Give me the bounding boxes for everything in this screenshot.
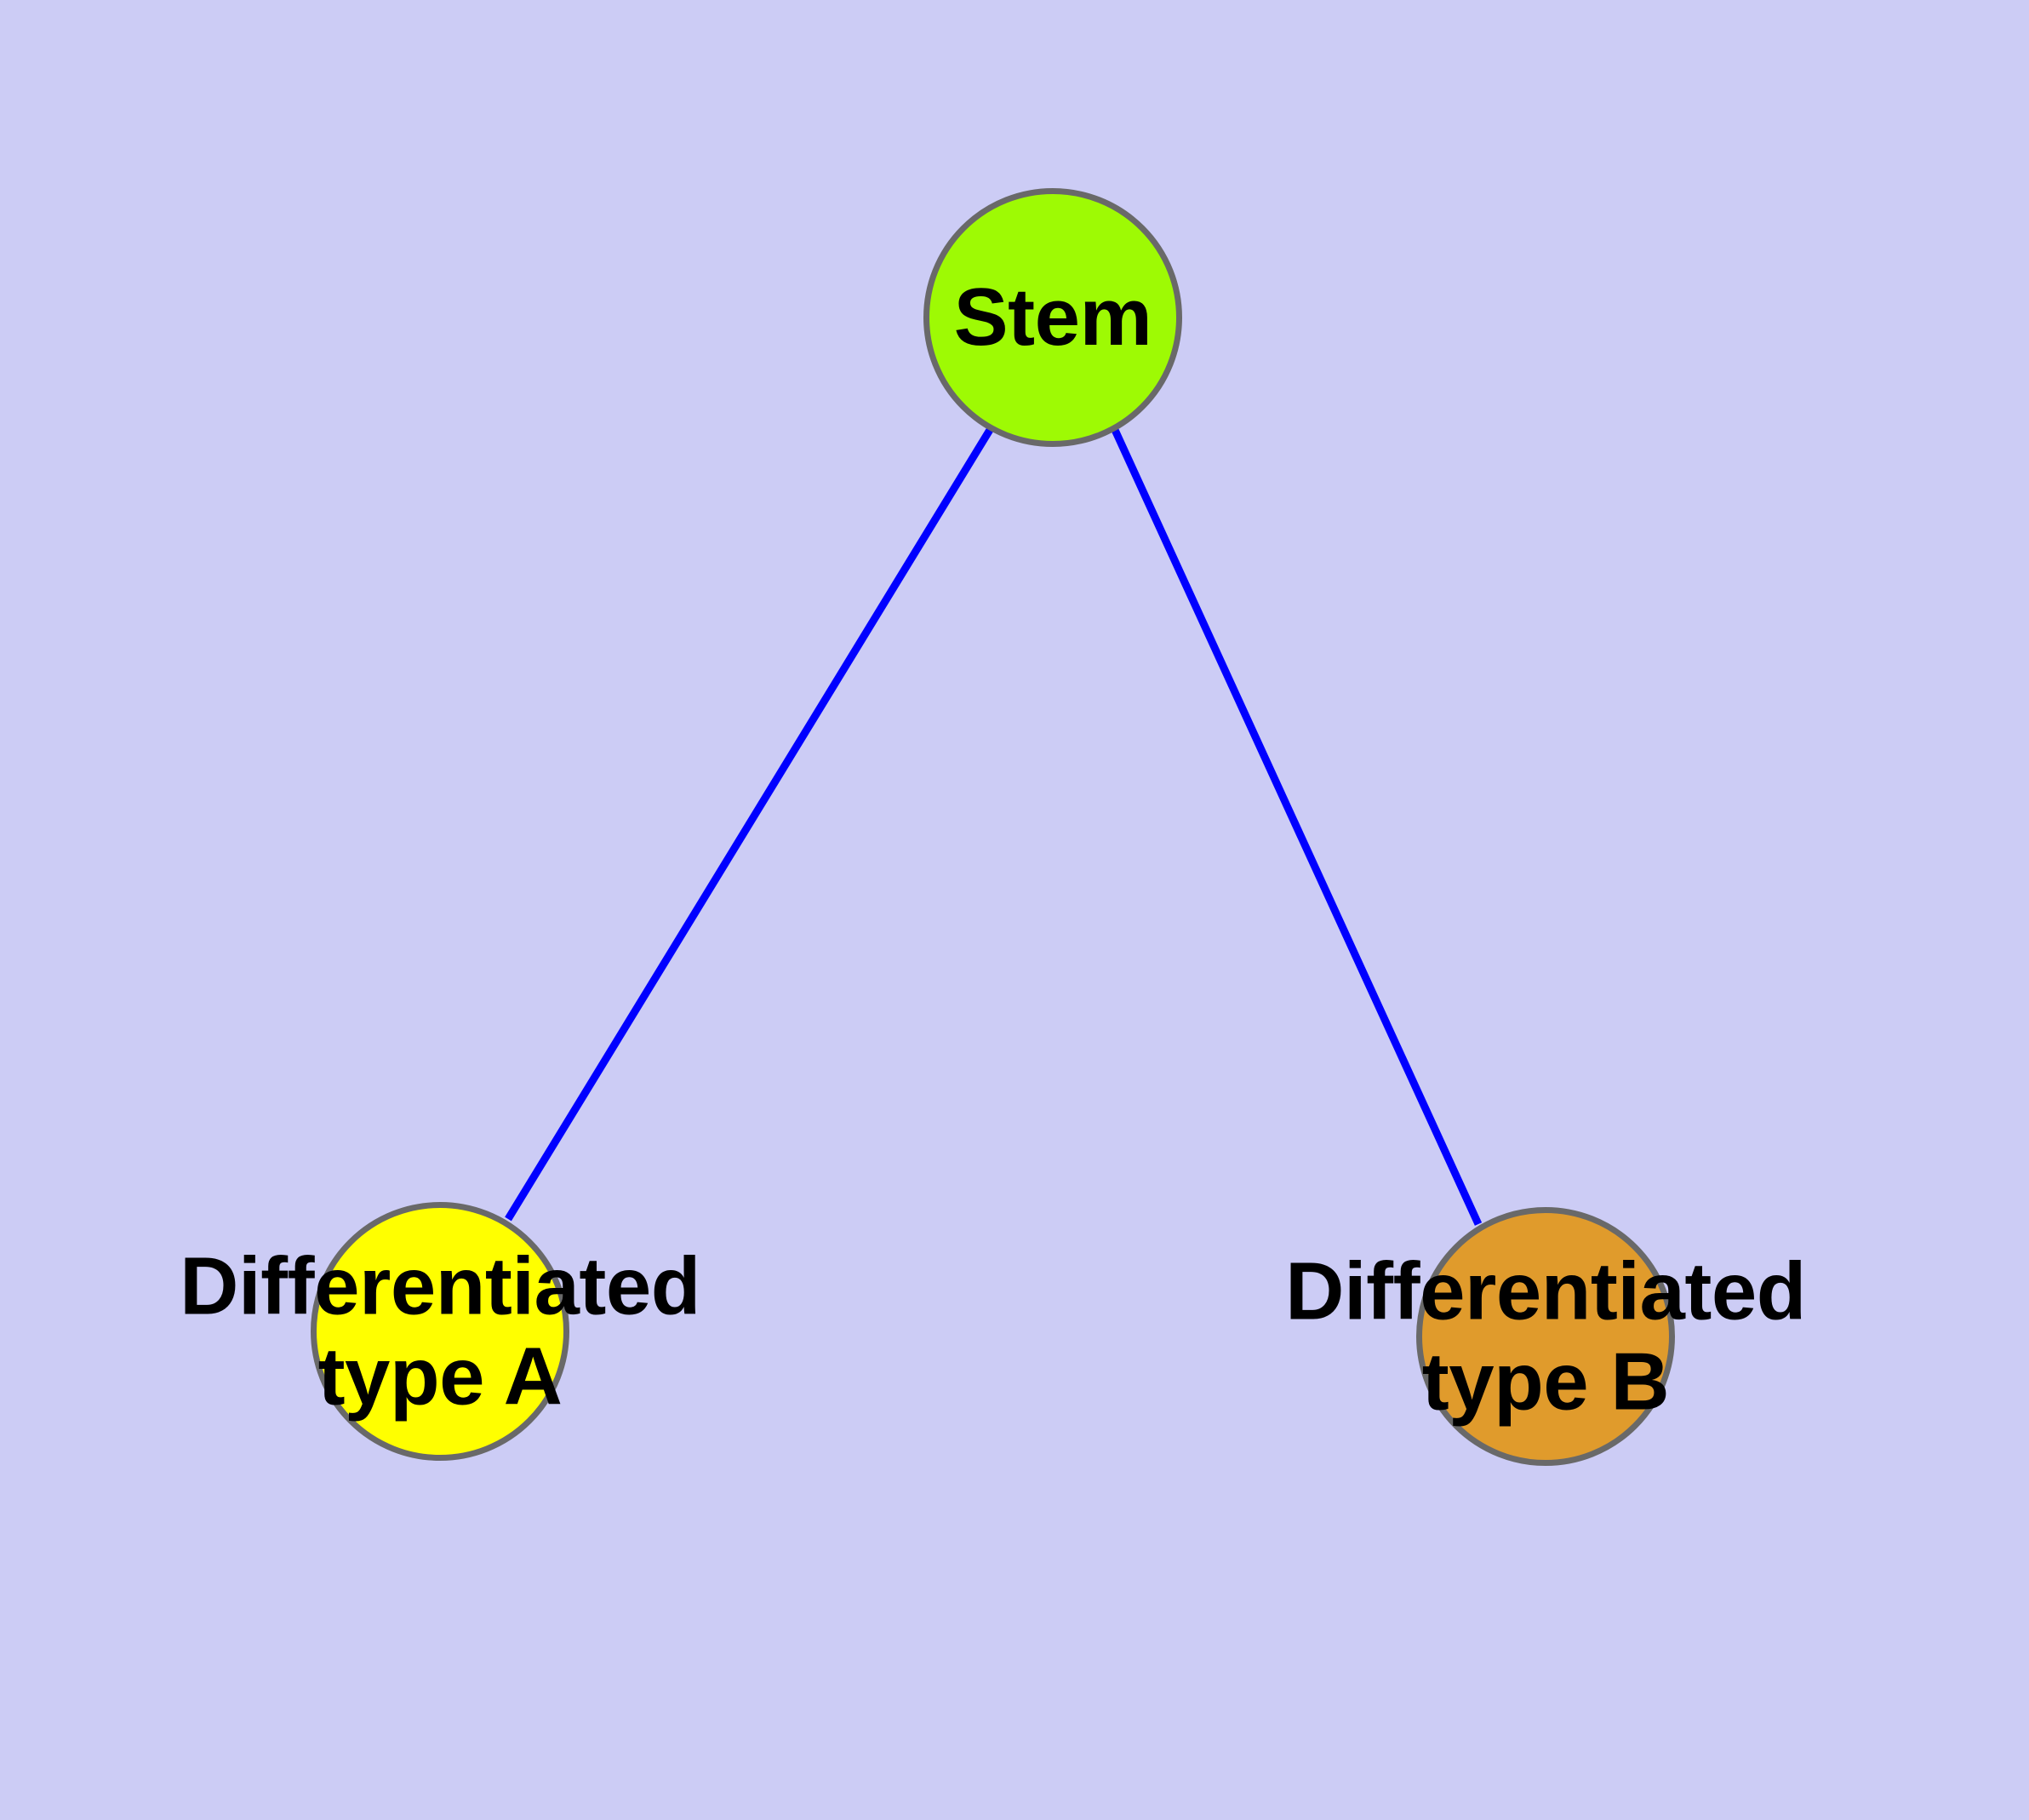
graph-node-diff_b[interactable] <box>1416 1207 1675 1466</box>
nodes-layer <box>311 188 1675 1466</box>
graph-edge-stem-diff_a <box>505 427 993 1222</box>
edges-layer <box>505 427 1483 1226</box>
graph-node-stem[interactable] <box>923 188 1182 447</box>
graph-edge-stem-diff_b <box>1111 428 1483 1226</box>
graph-node-diff_a[interactable] <box>311 1202 569 1461</box>
